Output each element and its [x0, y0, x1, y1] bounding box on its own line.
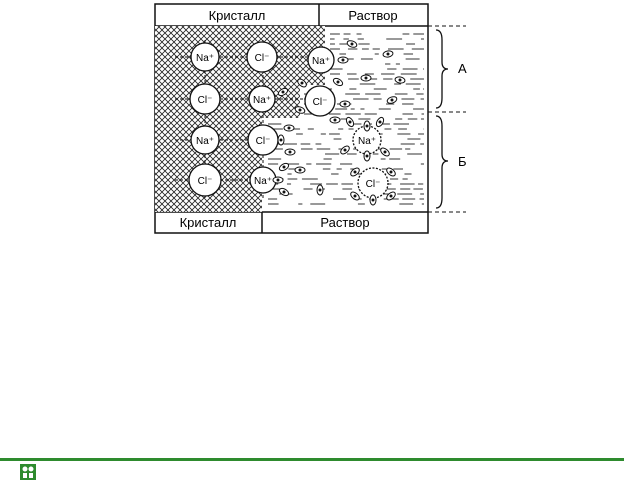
ion-na-4: Na⁺	[190, 125, 220, 155]
crystal-lattice-region	[155, 26, 325, 212]
svg-text:Cl⁻: Cl⁻	[366, 179, 381, 190]
ion-cl-4: Cl⁻	[247, 124, 279, 156]
svg-text:Cl⁻: Cl⁻	[255, 53, 270, 64]
zone-a-label: А	[458, 61, 467, 76]
footer-rule	[0, 458, 624, 461]
ion-cl-2: Cl⁻	[189, 83, 221, 115]
ion-na-1: Na⁺	[190, 42, 220, 72]
svg-text:Na⁺: Na⁺	[312, 56, 330, 67]
zone-b-label: Б	[458, 154, 467, 169]
svg-text:Cl⁻: Cl⁻	[198, 95, 213, 106]
svg-text:Na⁺: Na⁺	[253, 95, 271, 106]
water-dipoles	[272, 40, 406, 206]
ion-cl-3: Cl⁻	[304, 85, 336, 117]
footer-crystal-label: Кристалл	[180, 215, 237, 230]
ion-na-3: Na⁺	[248, 85, 276, 113]
ion-cl-5: Cl⁻	[188, 163, 222, 197]
svg-text:Na⁺: Na⁺	[254, 176, 272, 187]
header-solution-label: Раствор	[348, 8, 397, 23]
ion-na-2: Na⁺	[307, 46, 335, 74]
graduation-logo-icon	[20, 464, 36, 480]
svg-text:Na⁺: Na⁺	[196, 53, 214, 64]
footer-solution-label: Раствор	[320, 215, 369, 230]
brace-b	[435, 115, 449, 209]
svg-text:Cl⁻: Cl⁻	[256, 136, 271, 147]
svg-text:Na⁺: Na⁺	[196, 136, 214, 147]
ion-na-5: Na⁺	[249, 166, 277, 194]
svg-text:Cl⁻: Cl⁻	[313, 97, 328, 108]
ion-cl-1: Cl⁻	[246, 41, 278, 73]
solution-water-lines	[268, 33, 424, 205]
header-crystal-label: Кристалл	[209, 8, 266, 23]
solvated-cl-ion: Cl⁻	[357, 167, 389, 199]
brace-a	[435, 29, 449, 109]
svg-text:Na⁺: Na⁺	[358, 136, 376, 147]
svg-text:Cl⁻: Cl⁻	[198, 176, 213, 187]
zone-dividers	[428, 25, 466, 213]
